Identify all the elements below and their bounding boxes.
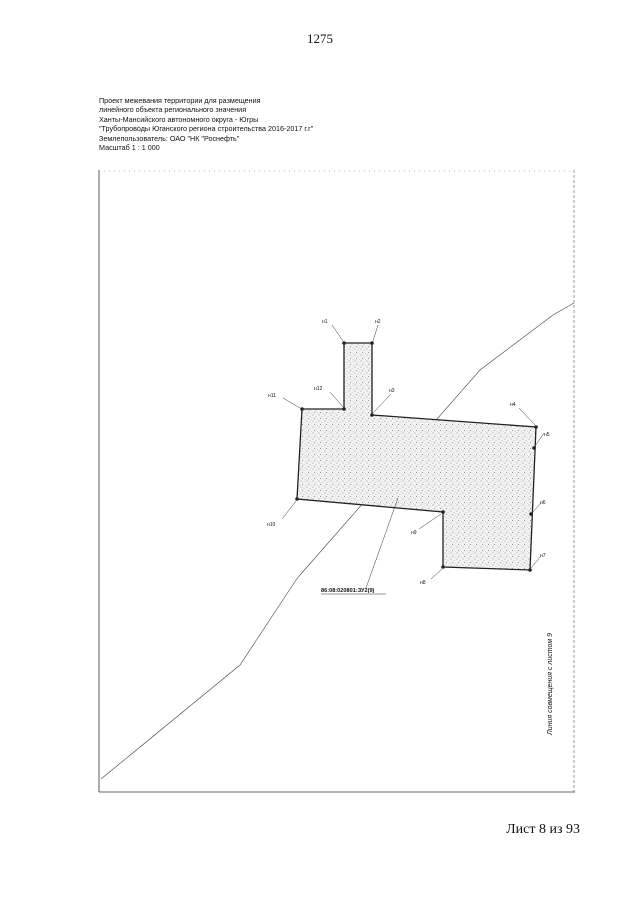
header-line: Землепользователь: ОАО "НК "Роснефть" (99, 133, 240, 143)
vertex-label: н9 (411, 530, 417, 536)
vertex-label: н6 (540, 500, 546, 506)
vertex-label: н2 (375, 319, 381, 325)
sheet-label: Лист 8 из 93 (506, 822, 580, 837)
diagonal-boundary-line (100, 302, 575, 780)
vertex-label: н7 (540, 553, 546, 559)
leader-line (534, 432, 545, 447)
vertex-label: н5 (544, 432, 550, 438)
vertex-label: н3 (389, 388, 395, 394)
plan-header: Проект межевания территории для размещен… (99, 96, 313, 152)
cadastral-number-label: 86:08:020801:ЗУ2(9) (321, 588, 375, 594)
vertex-marker (342, 341, 346, 345)
vertex-marker (534, 425, 538, 429)
leader-line (365, 497, 399, 589)
leader-line (418, 513, 442, 530)
header-line: Ханты-Мансийского автономного округа - Ю… (99, 114, 259, 124)
vertex-marker (441, 565, 445, 569)
vertex-marker (532, 446, 536, 450)
vertex-label: н11 (268, 393, 276, 399)
vertex-marker (300, 407, 304, 411)
vertex-marker (441, 510, 445, 514)
header-line: линейного объекта регионального значения (99, 105, 247, 115)
leader-line (282, 397, 301, 409)
leader-line (530, 555, 542, 569)
vertex-marker (370, 413, 374, 417)
leader-line (331, 324, 344, 342)
leader-line (372, 393, 392, 414)
page-number: 1275 (307, 31, 333, 46)
leader-line (372, 324, 379, 342)
vertex-label: н10 (267, 522, 276, 528)
leader-line (531, 502, 542, 514)
vertex-label: н12 (314, 386, 323, 392)
vertex-label: н8 (420, 580, 426, 586)
header-line: "Трубопроводы Юганского региона строител… (99, 124, 314, 134)
leader-line (518, 407, 536, 426)
leader-line (281, 500, 297, 520)
leader-line (430, 568, 443, 580)
vertex-marker (370, 341, 374, 345)
match-line-label: Линия совмещения с листом 9 (547, 633, 554, 736)
vertex-label: н1 (322, 319, 328, 325)
leader-lines (281, 324, 545, 589)
vertex-label: н4 (510, 402, 516, 408)
leader-line (329, 391, 344, 408)
vertex-marker (528, 568, 532, 572)
vertex-marker (342, 407, 346, 411)
vertex-markers (295, 341, 538, 572)
vertex-marker (295, 497, 299, 501)
header-line: Проект межевания территории для размещен… (99, 96, 261, 105)
header-line: Масштаб 1 : 1 000 (99, 143, 160, 153)
vertex-marker (529, 512, 533, 516)
